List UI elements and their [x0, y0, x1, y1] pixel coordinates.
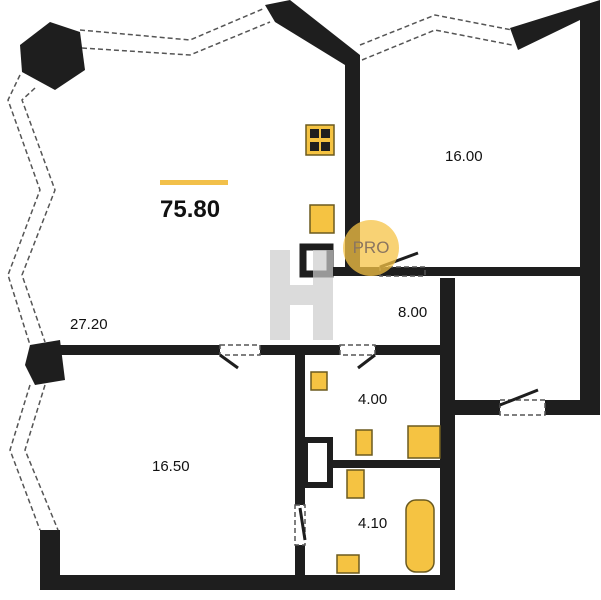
window-top-right	[359, 14, 513, 46]
sink-icon	[310, 371, 328, 391]
watermark-logo	[270, 250, 333, 340]
window-left-bottom	[9, 384, 41, 531]
room-area-living: 27.20	[70, 316, 108, 333]
room-area-bathroom-upper: 4.00	[358, 391, 388, 408]
bathtub-icon	[405, 499, 435, 573]
stove-burners	[310, 129, 330, 151]
door-leaf	[298, 507, 307, 541]
wall-middle-1	[60, 345, 220, 355]
room-area-hallway: 8.00	[398, 304, 428, 321]
total-area: 75.80	[160, 196, 221, 223]
wall-bedroom-hall	[330, 267, 585, 276]
toilet-icon-2	[346, 469, 365, 499]
window-left-bottom-inner	[24, 384, 59, 531]
wall-corner-top-left	[20, 22, 85, 90]
wall-top-middle	[265, 0, 360, 185]
wall-middle-2	[260, 345, 340, 355]
window-left-inner	[21, 87, 56, 343]
door-opening-4	[499, 399, 546, 416]
door-leaf	[219, 353, 239, 370]
door-opening-3	[379, 266, 426, 277]
total-area-accent	[160, 180, 228, 185]
toilet-icon	[355, 429, 373, 456]
window-left	[7, 74, 41, 346]
wall-middle-3	[375, 345, 455, 355]
wall-bottom	[40, 575, 455, 590]
room-area-bedroom-right: 16.00	[445, 148, 483, 165]
door-leaf	[357, 353, 376, 370]
wall-corner-left	[25, 340, 65, 385]
window-top-left-inner	[81, 21, 271, 56]
shaft	[302, 437, 333, 488]
window-top-left	[79, 7, 266, 41]
wall-bathroom-split	[330, 460, 455, 468]
windows	[7, 7, 546, 546]
pro-badge: PRO	[343, 220, 399, 276]
room-area-bedroom-left: 16.50	[152, 458, 190, 475]
door-leaves	[219, 251, 539, 541]
kitchen-sink-icon	[309, 204, 335, 234]
wall-corridor	[440, 278, 455, 590]
door-opening-5	[294, 504, 306, 546]
wall-left-bottom	[40, 530, 60, 590]
room-area-bathroom-lower: 4.10	[358, 515, 388, 532]
sink-icon-2	[336, 554, 360, 574]
shower-icon	[407, 425, 441, 459]
wall-bathroom-left-2	[295, 545, 305, 580]
door-opening-1	[219, 344, 261, 356]
door-opening-2	[339, 344, 376, 356]
wall-bathroom-left	[295, 355, 305, 505]
wall-right	[510, 0, 600, 415]
wall-hall-bottom	[455, 400, 500, 415]
window-top-right-inner	[361, 29, 513, 61]
door-leaf	[499, 388, 539, 407]
